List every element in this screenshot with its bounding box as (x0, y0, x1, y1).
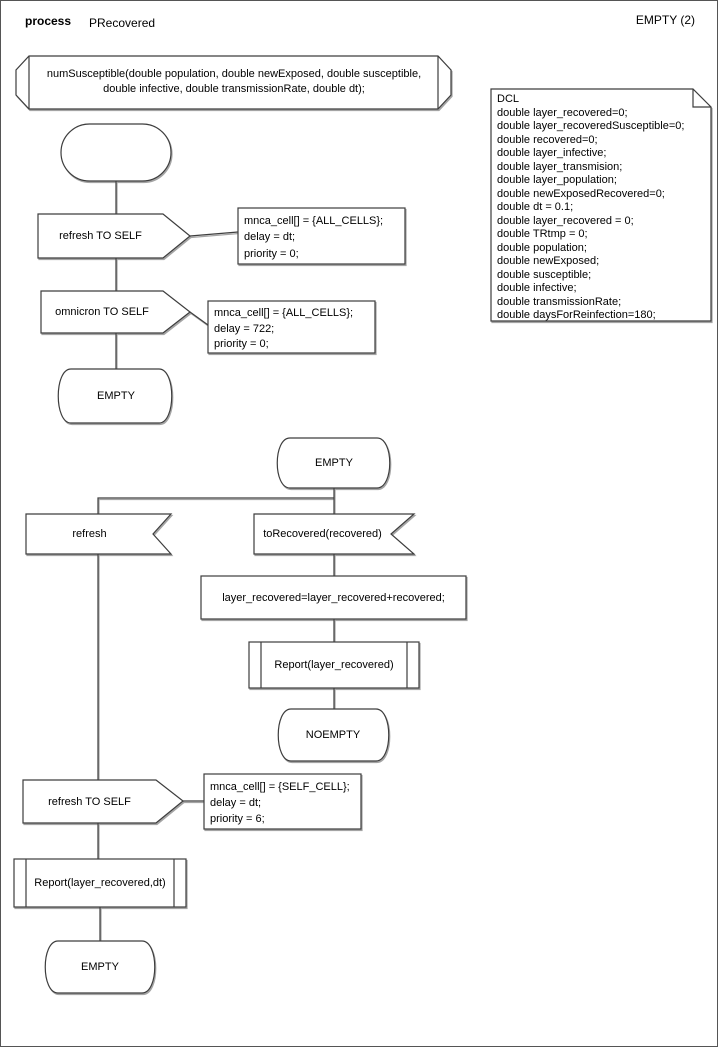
task-layer-recovered-symbol[interactable] (200, 575, 467, 620)
start-symbol[interactable] (60, 123, 172, 182)
state-empty-3-symbol[interactable] (44, 940, 156, 994)
call-report-inner-bars (260, 642, 408, 688)
input-torecovered-symbol[interactable] (253, 513, 416, 555)
comment-box-all-cells-dt[interactable] (237, 207, 406, 265)
connector-output2-to-comment2 (189, 311, 209, 326)
process-kind-label: process (25, 14, 72, 28)
state-empty-1-symbol[interactable] (57, 368, 173, 424)
call-report-dt-symbol[interactable] (13, 858, 187, 908)
process-name: PRecovered (89, 16, 156, 30)
parameter-banner-symbol[interactable] (15, 55, 452, 110)
output-omnicron-to-self-symbol[interactable] (40, 290, 191, 334)
call-report-symbol[interactable] (248, 641, 420, 689)
connector-output1-to-comment1 (189, 231, 239, 237)
output-refresh-to-self-symbol[interactable] (37, 213, 191, 259)
call-report-dt-inner-bars (25, 859, 175, 907)
state-empty-2-symbol[interactable] (276, 437, 391, 489)
connector-branch-to-input1 (97, 497, 334, 514)
input-refresh-symbol[interactable] (25, 513, 173, 555)
state-noempty-symbol[interactable] (277, 708, 390, 762)
comment-box-all-cells-722[interactable] (207, 300, 376, 354)
page-label: EMPTY (2) (635, 13, 695, 27)
dcl-fold-corner (692, 89, 711, 108)
output-refresh-to-self-2-symbol[interactable] (22, 779, 184, 824)
comment-box-self-cell[interactable] (203, 773, 362, 830)
dcl-text-symbol[interactable] (490, 88, 712, 322)
parameter-banner-inner-lines (28, 56, 439, 109)
